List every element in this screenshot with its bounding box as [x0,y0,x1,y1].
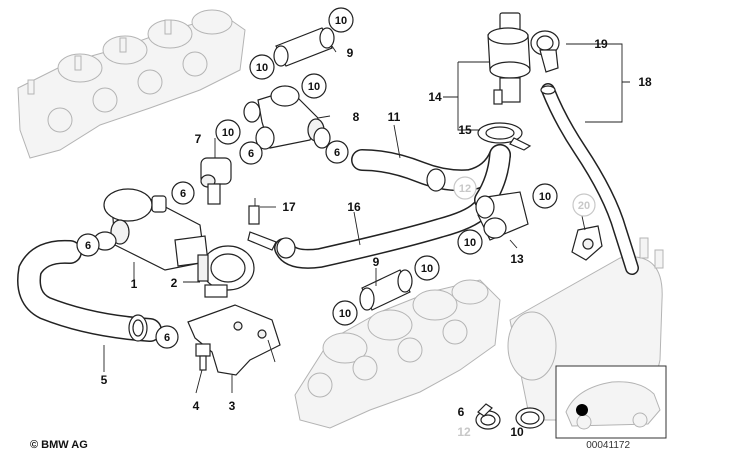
throttle-body-assembly-lower [294,279,501,429]
callout-circle-10-b: 10 [249,54,275,80]
valve-part-14 [487,12,531,105]
leader-lines [103,43,630,394]
svg-text:10: 10 [335,15,347,27]
label-2: 2 [171,276,178,290]
svg-text:10: 10 [308,81,320,93]
legend-label-12: 12 [457,425,471,439]
legend-label-10: 10 [510,425,524,439]
callout-circle-10-c: 10 [301,73,327,99]
label-11: 11 [388,110,401,124]
label-17: 17 [282,200,296,214]
svg-text:20: 20 [578,200,590,212]
callout-circle-6-b: 6 [325,140,349,164]
t-piece-part-8 [255,85,325,150]
diagram-number: 00041172 [586,440,630,451]
vehicle-location-inset [555,365,667,439]
label-19: 19 [594,37,608,51]
connector-part-17 [247,198,277,251]
label-14: 14 [428,90,442,104]
svg-text:10: 10 [539,191,551,203]
connector-tube-part-9-lower [359,269,413,311]
hose-part-5 [17,239,162,342]
gasket-part-15 [477,122,532,151]
clip-part-20 [571,225,603,261]
callout-circle-10-d: 10 [215,119,241,145]
callout-circle-10-e: 10 [532,183,558,209]
svg-text:10: 10 [222,127,234,139]
hose-part-18 [540,83,639,275]
callout-circle-10-h: 10 [332,300,358,326]
svg-text:6: 6 [85,240,91,252]
svg-text:10: 10 [421,263,433,275]
label-18: 18 [638,75,652,89]
label-7: 7 [195,132,202,146]
callout-circle-10-f: 10 [457,229,483,255]
svg-text:10: 10 [339,308,351,320]
throttle-body-assembly-upper [17,9,246,159]
legend-label-6: 6 [458,405,465,419]
copyright-text: © BMW AG [30,439,88,451]
svg-text:6: 6 [164,332,170,344]
hose-part-16 [274,200,490,269]
svg-text:6: 6 [180,188,186,200]
svg-text:10: 10 [464,237,476,249]
callout-circle-20: 20 [572,193,596,217]
label-5: 5 [101,373,108,387]
elbow-part-13 [475,191,529,241]
callout-circle-10-a: 10 [328,7,354,33]
clamp-ring-part-2 [197,245,255,298]
connector-tube-part-9-upper [273,27,335,67]
svg-text:6: 6 [248,148,254,160]
callout-circle-12-a: 12 [453,176,477,200]
legend-ring-icon [515,407,545,429]
label-13: 13 [510,252,524,266]
callout-circle-6-e: 6 [155,325,179,349]
clamp-part-6-upper [243,101,261,123]
callout-circle-6-c: 6 [171,181,195,205]
svg-text:12: 12 [459,183,471,195]
label-1: 1 [131,277,138,291]
label-4: 4 [193,399,200,413]
callout-circle-10-g: 10 [414,255,440,281]
svg-text:6: 6 [334,147,340,159]
fitting-part-7 [200,157,232,205]
svg-text:10: 10 [256,62,268,74]
bolt-part-4 [195,343,211,371]
label-15: 15 [458,123,472,137]
valve-part-1 [103,188,209,271]
clamp-part-6-right [313,127,331,149]
label-9-lower: 9 [373,255,380,269]
label-9-upper: 9 [347,46,354,60]
fitting-part-19 [530,30,560,73]
label-8: 8 [353,110,360,124]
legend-clamp-icon [475,403,501,430]
label-16: 16 [347,200,361,214]
label-3: 3 [229,399,236,413]
callout-circle-6-d: 6 [76,233,100,257]
callout-circle-6-a: 6 [239,141,263,165]
hose-part-11 [351,144,511,211]
